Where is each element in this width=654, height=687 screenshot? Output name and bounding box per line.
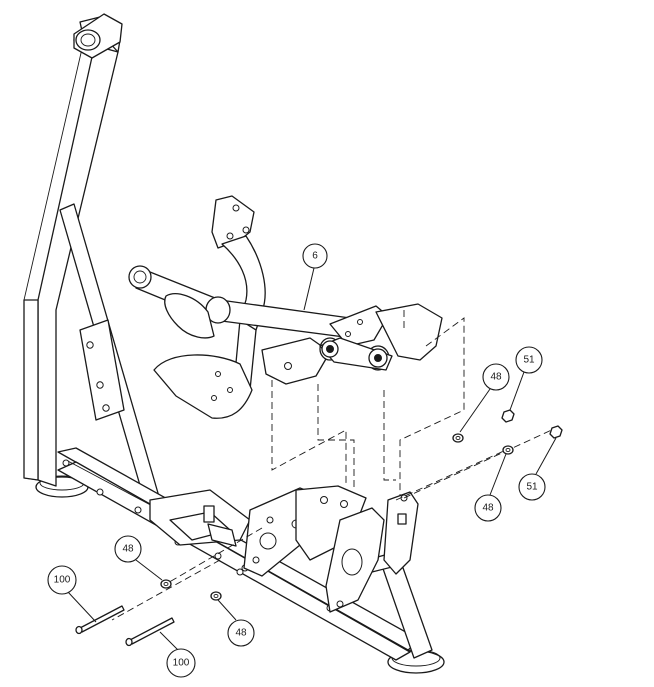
callout-51-upper: 51 [515,346,543,374]
callout-48-mid: 48 [474,494,502,522]
washer-48-left-b [210,591,222,601]
callout-100-left-label: 100 [54,575,71,586]
callout-100-bottom-label: 100 [173,658,190,669]
callout-48-upper: 48 [482,363,510,391]
hardware [75,409,563,647]
foot-plate [153,354,253,419]
pivot-plate-outer [383,491,419,575]
top-bushing [75,29,101,51]
callout-51-lower: 51 [518,473,546,501]
left-pad [164,293,215,339]
bolt-100-a [79,605,125,633]
left-bushing [128,265,152,289]
callout-48-lower: 48 [227,619,255,647]
callout-48-lower-label: 48 [235,628,247,639]
callout-48-upper-label: 48 [490,372,502,383]
callout-51-upper-label: 51 [523,355,535,366]
washer-48-right-a [452,433,464,443]
pivot-plates [243,485,419,613]
upright-post [37,29,119,487]
arm-assembly [128,195,443,419]
callout-48-left: 48 [114,535,142,563]
callouts: 6 48 51 51 48 48 [47,243,557,678]
callout-48-mid-label: 48 [482,503,494,514]
callout-100-bottom: 100 [166,648,196,678]
alignment-lines [111,310,557,621]
callout-48-left-label: 48 [122,544,134,555]
washer-48-right-b [502,445,514,455]
nut-51-a [501,409,515,423]
callout-100-left: 100 [47,565,77,595]
callout-6: 6 [302,243,328,269]
main-frame [23,13,445,674]
callout-6-label: 6 [312,251,318,262]
washer-48-left-a [160,579,172,589]
callout-51-lower-label: 51 [526,482,538,493]
nut-51-b [549,425,563,439]
